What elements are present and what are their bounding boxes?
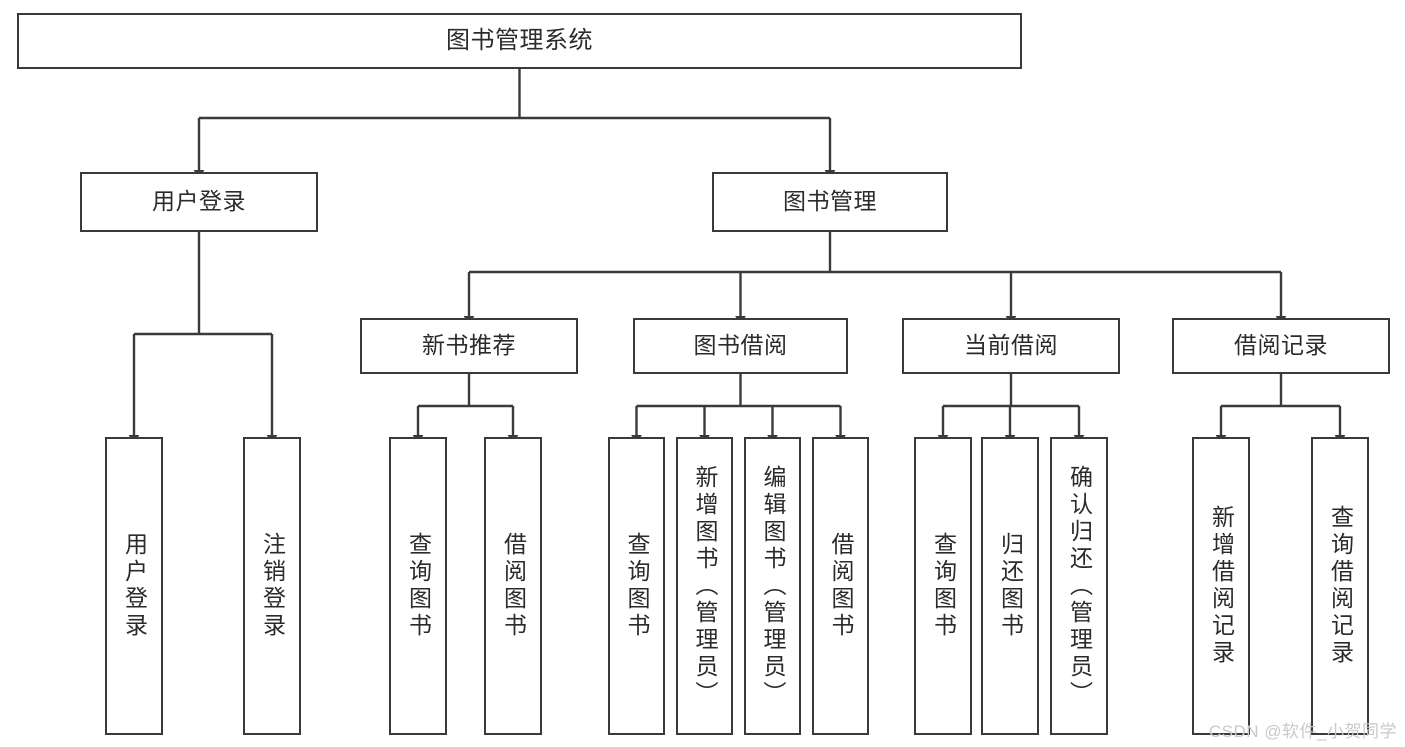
node-label: 新增图书（管理员） [692,464,718,708]
node-root[interactable]: 图书管理系统 [17,13,1022,69]
node-label: 查询图书 [405,532,432,640]
node-bookmgmt[interactable]: 图书管理 [712,172,948,232]
node-label: 注销登录 [259,532,286,640]
edge-group [128,69,1346,444]
node-b_add[interactable]: 新增图书（管理员） [676,437,733,735]
node-b_lend[interactable]: 借阅图书 [812,437,869,735]
node-label: 借阅图书 [500,532,527,640]
node-b_query[interactable]: 查询图书 [608,437,665,735]
node-label: 用户登录 [152,188,246,215]
node-label: 确认归还（管理员） [1066,464,1093,708]
node-r_query[interactable]: 查询借阅记录 [1311,437,1369,735]
node-label: 图书管理 [783,188,877,215]
node-label: 图书借阅 [693,332,788,359]
node-c_return[interactable]: 归还图书 [981,437,1039,735]
node-l_login[interactable]: 用户登录 [105,437,163,735]
node-label: 编辑图书（管理员） [760,464,786,708]
node-c_query[interactable]: 查询图书 [914,437,972,735]
node-label: 新增借阅记录 [1208,505,1235,667]
node-label: 借阅记录 [1234,332,1328,359]
node-records[interactable]: 借阅记录 [1172,318,1390,374]
node-label: 新书推荐 [422,332,516,359]
node-current[interactable]: 当前借阅 [902,318,1120,374]
node-label: 查询图书 [624,532,650,640]
node-borrow[interactable]: 图书借阅 [633,318,848,374]
watermark: CSDN @软件_小贺同学 [1208,722,1397,741]
node-r_add[interactable]: 新增借阅记录 [1192,437,1250,735]
node-c_confirm[interactable]: 确认归还（管理员） [1050,437,1108,735]
node-label: 查询图书 [930,532,957,640]
node-newrec[interactable]: 新书推荐 [360,318,578,374]
node-label: 用户登录 [121,532,148,640]
node-b_edit[interactable]: 编辑图书（管理员） [744,437,801,735]
node-label: 借阅图书 [828,532,854,640]
node-login[interactable]: 用户登录 [80,172,318,232]
node-label: 图书管理系统 [446,26,593,54]
node-label: 归还图书 [997,532,1024,640]
node-n_borrow[interactable]: 借阅图书 [484,437,542,735]
node-label: 当前借阅 [964,332,1058,359]
node-l_logout[interactable]: 注销登录 [243,437,301,735]
node-label: 查询借阅记录 [1327,505,1354,667]
node-n_query[interactable]: 查询图书 [389,437,447,735]
